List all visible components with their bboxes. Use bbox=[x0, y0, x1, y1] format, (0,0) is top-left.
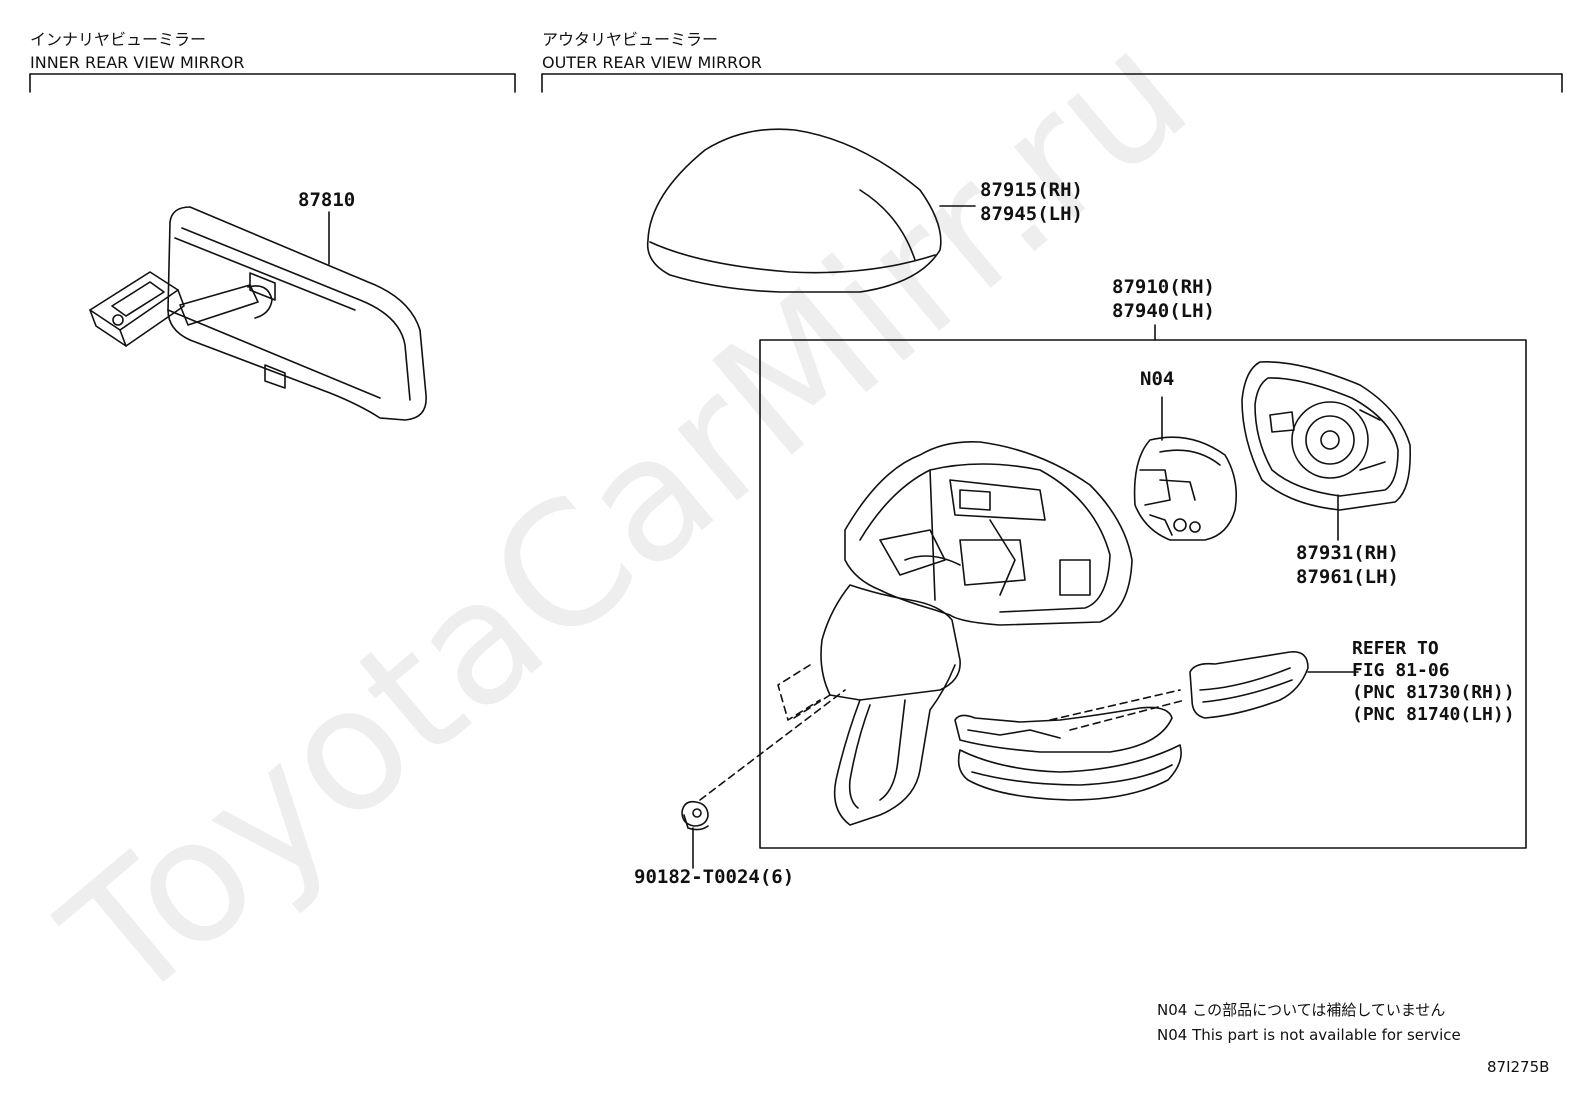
part-number-glass-lh[interactable]: 87961(LH) bbox=[1296, 566, 1399, 588]
inner-rear-view-mirror bbox=[89, 206, 427, 421]
part-number-nut[interactable]: 90182-T0024(6) bbox=[634, 866, 795, 888]
outer-section-title-en: OUTER REAR VIEW MIRROR bbox=[542, 53, 762, 72]
part-number-assembly-lh[interactable]: 87940(LH) bbox=[1112, 300, 1215, 322]
refer-line-1[interactable]: REFER TO bbox=[1352, 638, 1439, 659]
mirror-glass bbox=[1241, 361, 1412, 511]
outer-section-title-jp: アウタリヤビューミラー bbox=[542, 30, 719, 49]
lamp-garnish bbox=[954, 706, 1182, 801]
nut-clip bbox=[681, 800, 709, 831]
part-number-n04[interactable]: N04 bbox=[1140, 368, 1175, 390]
note-jp: N04 この部品については補給していません bbox=[1157, 1001, 1446, 1019]
inner-section-title-en: INNER REAR VIEW MIRROR bbox=[30, 53, 245, 72]
mounting-lines bbox=[699, 664, 1186, 801]
inner-section-title-jp: インナリヤビューミラー bbox=[30, 30, 207, 49]
part-number-cover-lh[interactable]: 87945(LH) bbox=[980, 203, 1083, 225]
refer-line-4[interactable]: (PNC 81740(LH)) bbox=[1352, 704, 1515, 725]
outer-section-bracket bbox=[541, 73, 1563, 93]
mirror-cover bbox=[646, 128, 942, 293]
mirror-actuator bbox=[1133, 436, 1238, 541]
note-en: N04 This part is not available for servi… bbox=[1157, 1026, 1461, 1044]
mirror-housing bbox=[820, 440, 1133, 826]
refer-line-2[interactable]: FIG 81-06 bbox=[1352, 660, 1450, 681]
part-number-cover-rh[interactable]: 87915(RH) bbox=[980, 179, 1083, 201]
assembly-box bbox=[759, 339, 1527, 849]
part-number-87810[interactable]: 87810 bbox=[298, 189, 356, 211]
refer-line-3[interactable]: (PNC 81730(RH)) bbox=[1352, 682, 1515, 703]
inner-section-bracket bbox=[29, 73, 516, 93]
part-number-glass-rh[interactable]: 87931(RH) bbox=[1296, 542, 1399, 564]
figure-code: 87I275B bbox=[1487, 1058, 1550, 1076]
part-number-assembly-rh[interactable]: 87910(RH) bbox=[1112, 276, 1215, 298]
side-turn-lamp bbox=[1189, 651, 1309, 719]
